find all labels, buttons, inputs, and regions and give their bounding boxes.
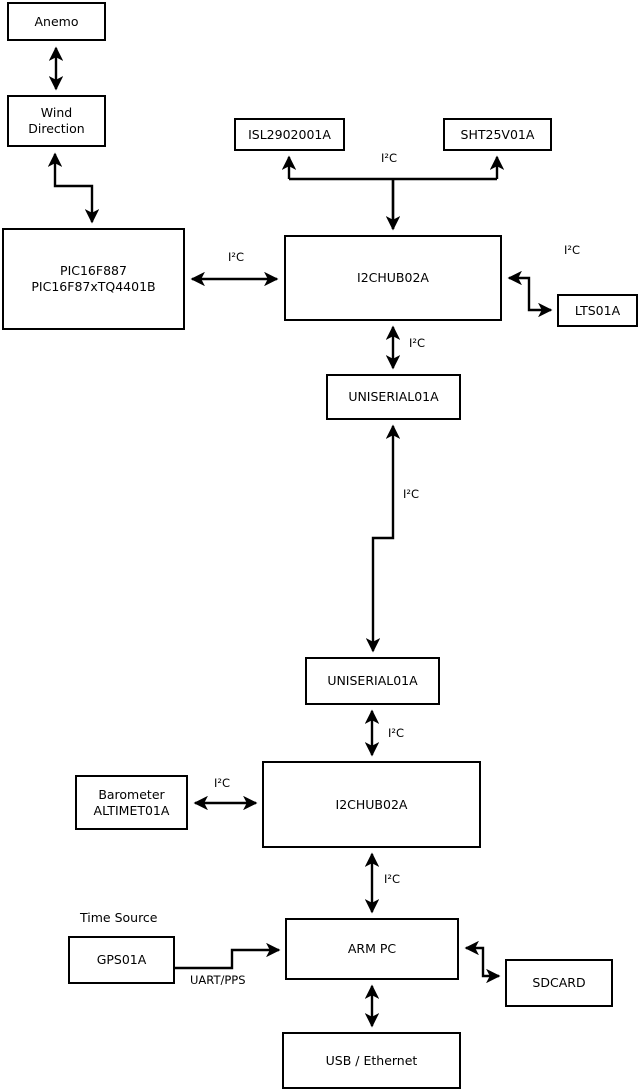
edge-hubtop-lts — [507, 270, 553, 318]
node-pic-microcontroller[interactable]: PIC16F887 PIC16F87xTQ4401B — [2, 228, 185, 330]
node-gps01a[interactable]: GPS01A — [68, 936, 175, 984]
label-time-source: Time Source — [80, 910, 158, 925]
edge-label-uniserial-hub: I²C — [388, 726, 405, 740]
edge-label-hub-lts: I²C — [564, 243, 581, 257]
edge-armpc-sdcard — [464, 940, 501, 984]
node-i2chub02a-top[interactable]: I2CHUB02A — [284, 235, 502, 321]
edge-label-hub-armpc: I²C — [384, 872, 401, 886]
node-lts01a[interactable]: LTS01A — [557, 294, 638, 327]
node-uniserial01a-bottom[interactable]: UNISERIAL01A — [305, 657, 440, 705]
edge-label-barometer-hub: I²C — [214, 776, 231, 790]
node-sht25v01a[interactable]: SHT25V01A — [443, 118, 552, 151]
node-isl2902001a[interactable]: ISL2902001A — [234, 118, 345, 151]
edge-uniserial-link — [365, 424, 401, 653]
node-sdcard[interactable]: SDCARD — [505, 959, 613, 1007]
edge-label-pic-hub: I²C — [228, 250, 245, 264]
node-arm-pc[interactable]: ARM PC — [285, 918, 459, 980]
node-usb-ethernet[interactable]: USB / Ethernet — [282, 1032, 461, 1089]
edge-label-uniserial-link: I²C — [403, 487, 420, 501]
edge-label-hub-sensors: I²C — [381, 151, 398, 165]
node-barometer-altimet01a[interactable]: Barometer ALTIMET01A — [75, 775, 188, 830]
edge-label-gps-armpc: UART/PPS — [190, 973, 246, 987]
edge-wind-pic — [47, 152, 100, 224]
edge-gps-armpc — [175, 942, 281, 970]
node-anemo[interactable]: Anemo — [7, 2, 106, 41]
node-wind-direction[interactable]: Wind Direction — [7, 95, 106, 147]
edge-label-hub-uniserial: I²C — [409, 336, 426, 350]
node-uniserial01a-top[interactable]: UNISERIAL01A — [326, 374, 461, 420]
node-i2chub02a-bottom[interactable]: I2CHUB02A — [262, 761, 481, 848]
